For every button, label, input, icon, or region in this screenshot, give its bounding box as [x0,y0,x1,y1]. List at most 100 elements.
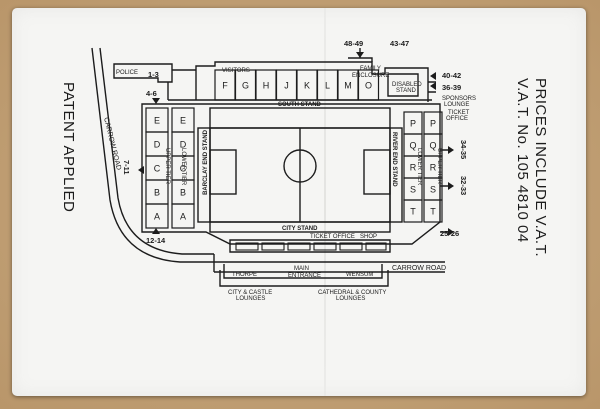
gate-48-49: 48-49 [344,39,363,48]
gate-12-14: 12-14 [146,236,166,245]
gate-43-47: 43-47 [390,39,409,48]
river-end-stand-label: RIVER END STAND [391,132,397,187]
visitors-label: VISITORS [222,68,250,74]
lounge-label: LOUNGE [444,102,469,108]
city-stand-block [287,242,311,251]
city-castle-label: CITY & CASTLE [228,290,272,296]
thorpe-label: THORPE [232,272,257,278]
gate-arrow-4-6 [152,98,160,104]
river-outer-section-r-label: R [430,163,437,173]
ticket-label: TICKET [448,110,470,116]
river-inner-section-p-label: P [410,119,416,129]
enclosure-label: ENCLOSURE [352,73,389,79]
office-label: OFFICE [446,116,468,122]
gate-34-35: 34-35 [459,140,468,159]
stadium-outer-wall [141,103,441,245]
river-upper-tier-label: UPPER TIER [436,148,442,185]
barclay-end-stand-label: BARCLAY END STAND [203,129,209,195]
south-section-o-box [357,69,380,101]
south-stand-outline [195,61,429,102]
entrance-label: ENTRANCE [288,273,321,279]
barclay-upper-section-e-label: E [154,116,160,126]
south-section-k-label: K [304,81,310,91]
shop-label: SHOP [360,234,377,240]
barclay-lower-section-e-label: E [180,116,186,126]
gate-arrow-34-35 [448,146,454,154]
river-outer-section-t-label: T [430,207,436,217]
barclay-lower-section-d-label: D [180,140,187,150]
city-stand-block [261,242,285,251]
gate-1-3: 1-3 [148,70,159,79]
south-stand-label: SOUTH STAND [278,102,322,108]
south-section-j-label: J [284,81,289,91]
river-outer-section-s-label: S [430,185,436,195]
gate-40-42: 40-42 [442,71,461,80]
river-inner-section-t-label: T [410,207,416,217]
barclay-upper-section-a-label: A [154,212,160,222]
city-stand-frontage [229,239,391,253]
gate-32-33: 32-33 [459,176,468,195]
police-label: POLICE [116,70,138,76]
city-castle-lounges-label: LOUNGES [236,296,265,302]
south-stand-strip [209,107,391,129]
pitch-left-penalty-box [209,149,237,195]
stand-label: STAND [396,88,417,94]
barclay-lower-section-a-label: A [180,212,186,222]
river-outer-section-t-box [423,199,443,223]
wensum-label: WENSUM [346,272,373,278]
gate-arrow-40-42 [430,72,436,80]
west-link-wall [167,69,196,100]
cathedral-county-label: CATHEDRAL & COUNTY [318,290,386,296]
city-stand-strip [209,221,391,233]
carrow-road-inner [99,47,214,255]
gate-25-26: 25-26 [440,229,459,238]
gate-arrow-12-14 [152,228,160,234]
river-inner-section-s-label: S [410,185,416,195]
gate-arrow-48-49 [356,52,364,58]
barclay-lower-tier-label: LOWER TIER [180,148,186,186]
barclay-upper-section-b-label: B [154,188,160,198]
main-entrance-building [219,264,389,287]
east-gate-walls [428,81,448,233]
barclay-upper-tier-label: UPPER TIER [164,148,170,185]
carrow-road-outer [91,47,214,263]
gate-arrow-32-33 [448,182,454,190]
city-stand-label: CITY STAND [282,226,318,232]
gate-arrow-25-26 [448,228,454,236]
sponsors-label: SPONSORS [442,96,476,102]
river-inner-section-q-label: Q [409,141,416,151]
barclay-upper-section-a-box [145,203,169,229]
carrow-road-bottom-label: CARROW ROAD [392,265,446,272]
patent-applied-text: PATENT APPLIED [60,82,77,212]
river-stand-strip [389,127,403,223]
barclay-lower-section-b-label: B [180,188,186,198]
barclay-lower-section-a-box [171,203,195,229]
gate-4-6: 4-6 [146,89,157,98]
city-stand-block [339,242,363,251]
river-lower-tier-label: LOWER TIER [416,148,422,186]
gate-arrow-36-39 [430,82,436,90]
family-label: FAMILY [360,66,381,72]
river-outer-section-p-label: P [430,119,436,129]
ticket-fold-crease [324,8,326,396]
carrow-road-bottom [213,254,445,273]
disabled-label: DISABLED [392,82,422,88]
south-section-l-label: L [325,81,330,91]
river-inner-section-t-box [403,199,423,223]
cathedral-lounges-label: LOUNGES [336,296,365,302]
disabled-stand-building [387,73,419,97]
city-stand-block [365,242,387,251]
gate-7-11: 7-11 [122,160,131,175]
police-building [113,63,173,83]
south-section-o-label: O [365,81,372,91]
vat-number-text: V.A.T. No. 105 4810 04 [514,78,531,243]
south-section-h-label: H [263,81,270,91]
barclay-upper-section-d-label: D [154,140,161,150]
gate-arrow-7-11 [138,166,144,174]
city-stand-block [235,242,259,251]
pitch-right-penalty-box [363,149,391,195]
main-label: MAIN [294,266,309,272]
pitch-centre-circle [283,149,317,183]
